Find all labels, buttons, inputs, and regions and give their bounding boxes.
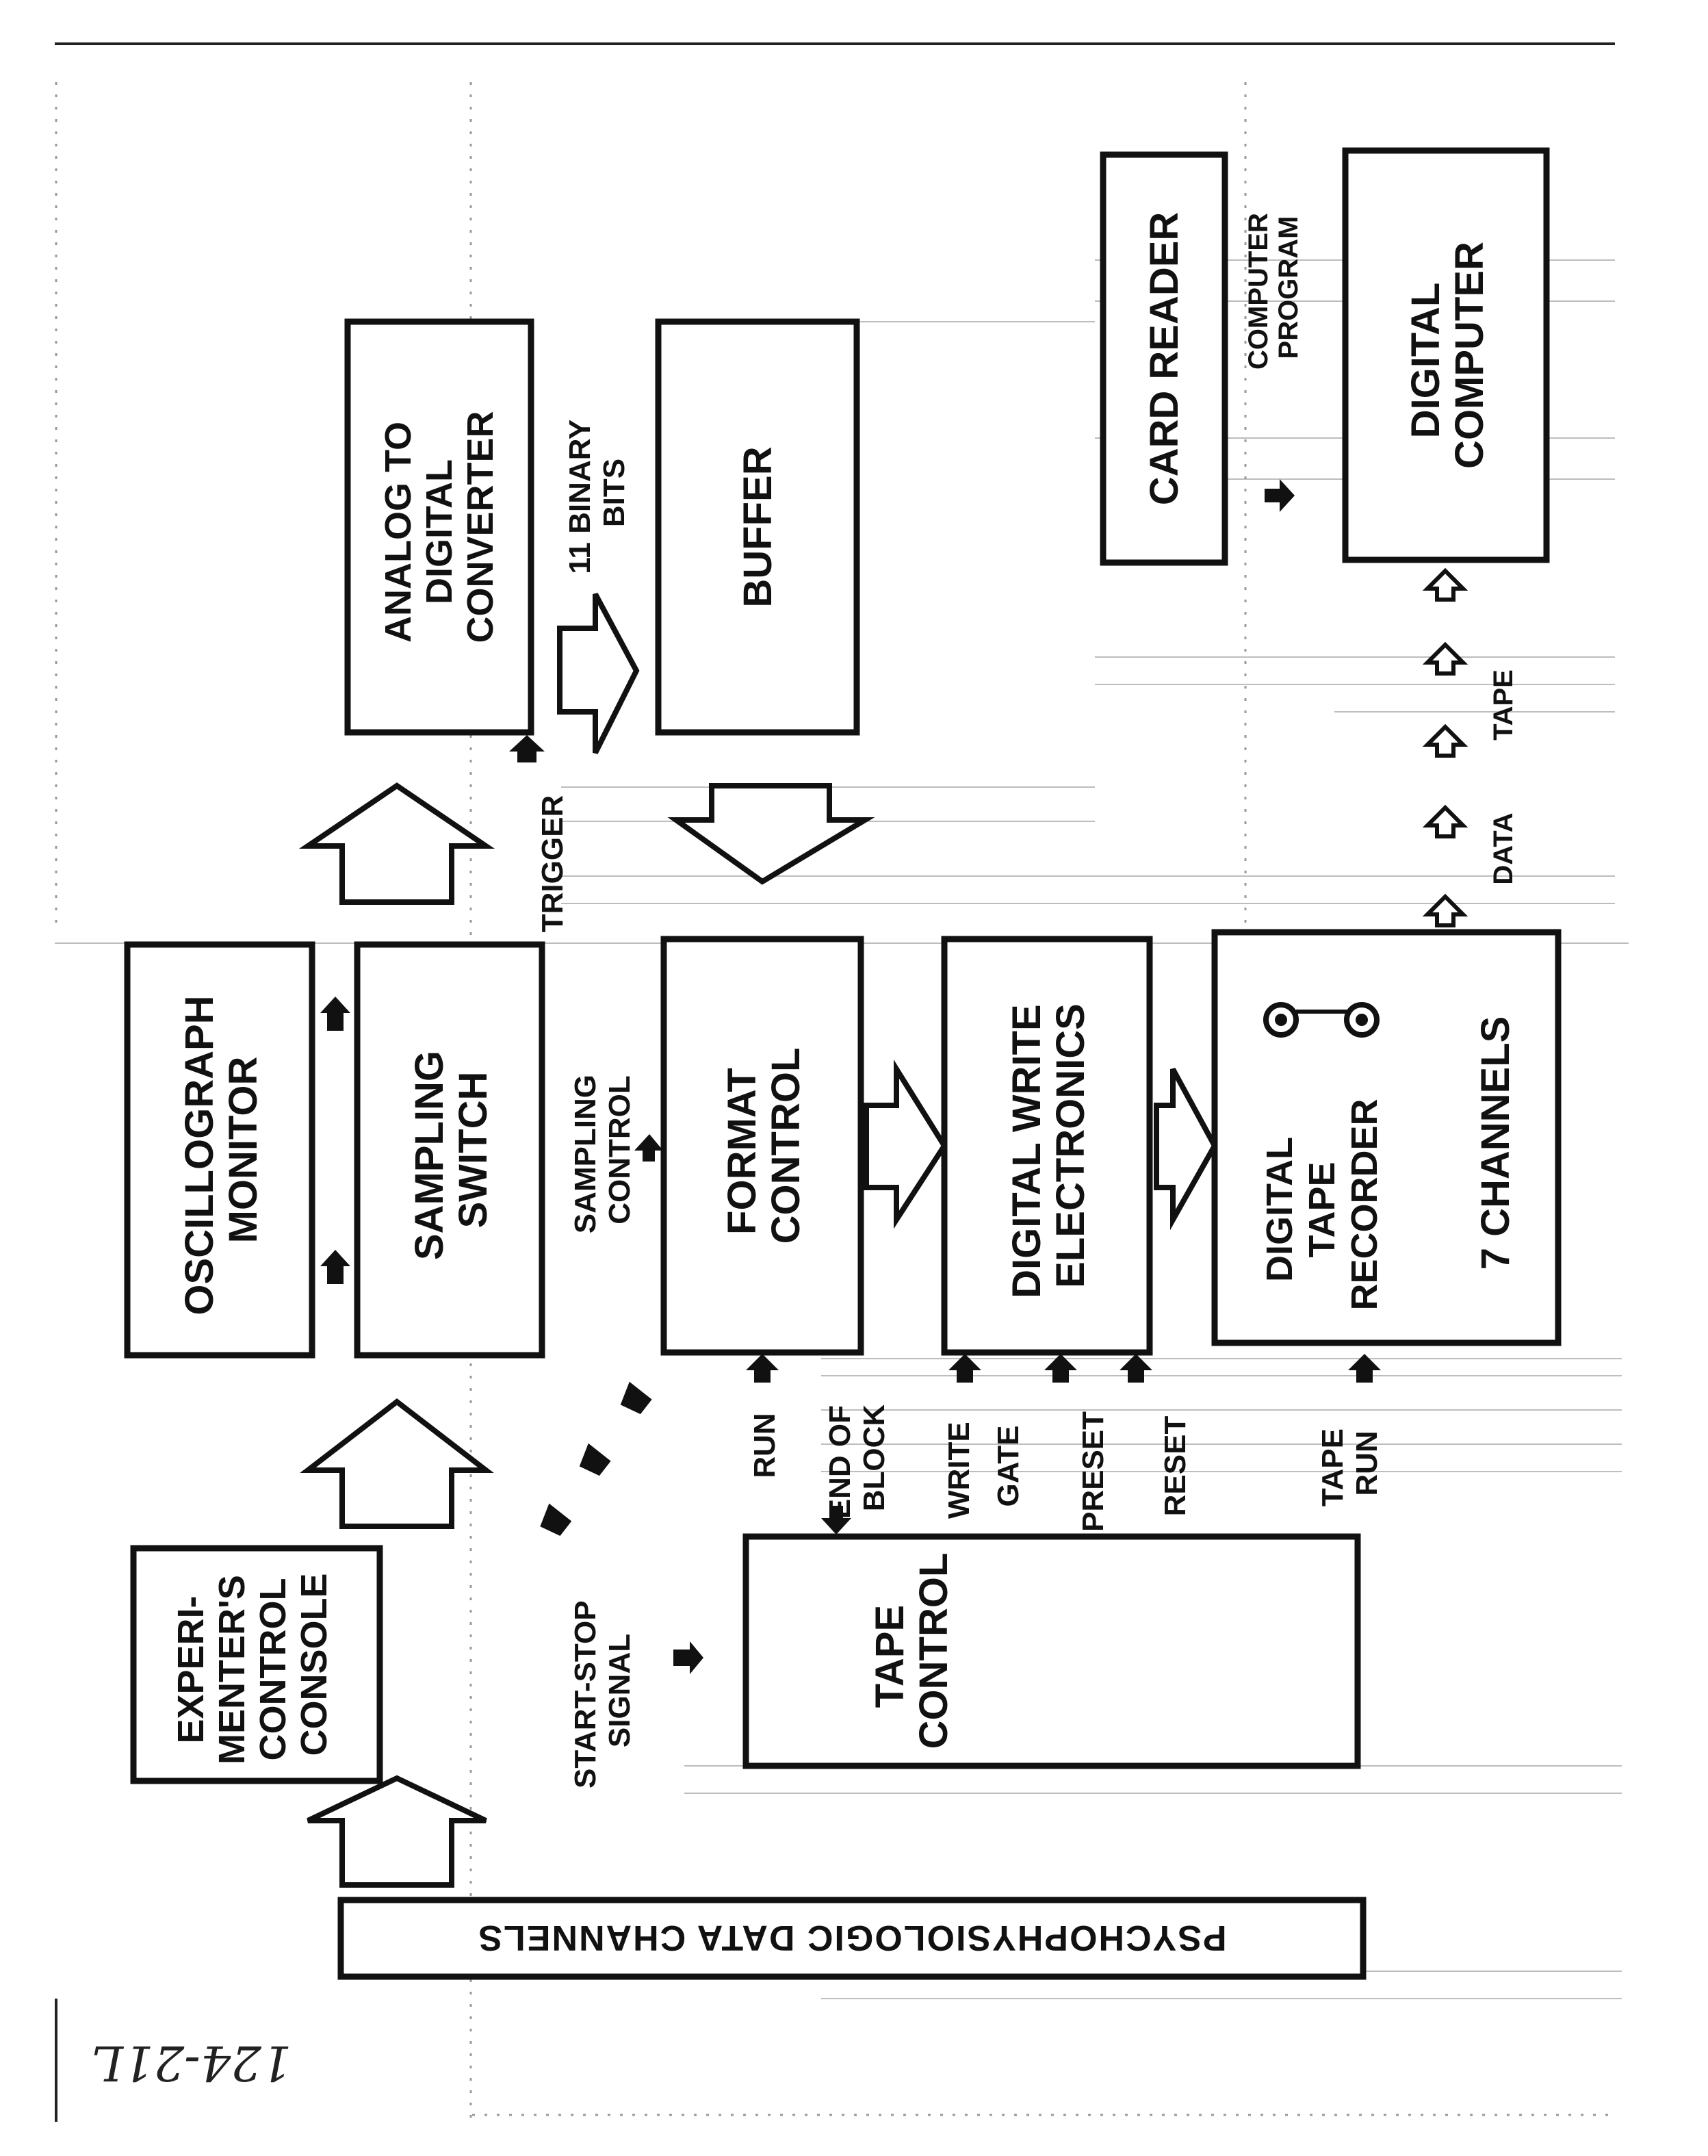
arrow-data-tape-5 [1422, 567, 1468, 602]
arrow-sampling-to-oscillograph-2 [320, 1250, 350, 1284]
reset-label: RESET [1159, 1416, 1192, 1517]
solid-arrowheads [320, 479, 1381, 1674]
tape-recorder-channels-label: 7 CHANNELS [1473, 1016, 1518, 1270]
arrow-data-tape-1 [1422, 893, 1468, 927]
arrow-start-stop-1 [620, 1381, 652, 1415]
digital-computer-label: DIGITAL COMPUTER [1403, 242, 1492, 469]
arrow-console-to-sampling [300, 1398, 494, 1529]
analog-to-digital-converter-block: ANALOG TO DIGITAL CONVERTER [344, 318, 534, 736]
sampling-switch-block: SAMPLING SWITCH [354, 941, 545, 1359]
arrow-preset [1044, 1354, 1077, 1383]
digital-write-label: DIGITAL WRITE ELECTRONICS [1005, 993, 1093, 1298]
data-channels-label: PSYCHOPHYSIOLOGIC DATA CHANNELS [477, 1918, 1226, 1958]
arrow-sampling-control [634, 1134, 663, 1162]
arrow-end-of-block [821, 1506, 851, 1535]
preset-label: PRESET [1076, 1411, 1110, 1532]
card-reader-label: CARD READER [1142, 212, 1187, 506]
digital-write-electronics-block: DIGITAL WRITE ELECTRONICS [941, 936, 1153, 1356]
arrow-start-stop-3 [540, 1503, 572, 1536]
arrow-adc-to-buffer [557, 593, 640, 754]
arrow-format-to-write [864, 1060, 948, 1229]
computer-program-label: COMPUTER PROGRAM [1243, 205, 1304, 370]
trigger-label: TRIGGER [536, 795, 569, 932]
experimenter-console-label: EXPERI- MENTER'S CONTROL CONSOLE [170, 1565, 335, 1764]
end-of-block-label: END OF BLOCK [823, 1397, 891, 1519]
write-gate-label: WRITE GATE [942, 1413, 1025, 1519]
adc-label: ANALOG TO DIGITAL CONVERTER [378, 411, 501, 643]
arrow-card-reader-to-computer [1265, 479, 1295, 512]
arrow-sampling-to-oscillograph-1 [320, 997, 350, 1031]
arrow-data-tape-2 [1422, 804, 1468, 838]
handwritten-note: 124-21L [92, 2035, 292, 2091]
card-reader-block: CARD READER [1100, 151, 1228, 566]
run-label: RUN [748, 1413, 781, 1478]
arrow-write-to-recorder [1154, 1068, 1218, 1231]
arrow-tape-run [1348, 1354, 1381, 1383]
sampling-control-label: SAMPLING CONTROL [569, 1066, 636, 1233]
experimenter-console-block: EXPERI- MENTER'S CONTROL CONSOLE [130, 1545, 383, 1784]
arrow-write-gate [948, 1354, 981, 1383]
tape-run-label: TAPE RUN [1316, 1420, 1384, 1506]
data-tape-label-1: DATA [1488, 812, 1518, 884]
arrow-start-stop-2 [579, 1443, 611, 1476]
arrow-sampling-to-adc [298, 782, 495, 905]
arrow-run-to-format [746, 1354, 779, 1383]
arrow-channels-to-console [307, 1775, 487, 1888]
arrow-data-tape-3 [1422, 723, 1468, 758]
sampling-switch-label: SAMPLING SWITCH [407, 1040, 495, 1260]
buffer-label: BUFFER [736, 446, 780, 607]
data-tape-label-2: TAPE [1488, 669, 1518, 741]
oscillograph-monitor-label: OSCILLOGRAPH MONITOR [177, 984, 266, 1315]
start-stop-label: START-STOP SIGNAL [569, 1593, 636, 1788]
binary-bits-label: 11 BINARY BITS [563, 411, 631, 574]
arrow-console-to-tape-control [673, 1641, 703, 1674]
tape-reels-icon [1263, 1002, 1380, 1038]
tape-control-label: TAPE CONTROL [868, 1553, 956, 1749]
oscillograph-monitor-block: OSCILLOGRAPH MONITOR [124, 941, 315, 1359]
format-control-block: FORMAT CONTROL [660, 936, 864, 1356]
format-control-label: FORMAT CONTROL [720, 1048, 808, 1244]
arrow-reset [1120, 1354, 1152, 1383]
arrow-data-tape-4 [1422, 641, 1468, 676]
digital-computer-block: DIGITAL COMPUTER [1342, 147, 1550, 563]
tape-control-block: TAPE CONTROL [742, 1533, 1361, 1769]
data-channels-block: PSYCHOPHYSIOLOGIC DATA CHANNELS [337, 1897, 1367, 1980]
tape-recorder-label: DIGITAL TAPE RECORDER [1259, 1099, 1385, 1310]
digital-tape-recorder-block: DIGITAL TAPE RECORDER 7 CHANNELS [1211, 929, 1562, 1346]
arrow-buffer-to-format [667, 783, 875, 885]
arrow-trigger-to-adc [509, 735, 545, 762]
handwritten-annotation: 124-21L [92, 2035, 292, 2091]
hollow-arrows [298, 567, 1468, 1888]
signal-labels: 11 BINARY BITS TRIGGER SAMPLING CONTROL … [536, 205, 1518, 1788]
buffer-block: BUFFER [655, 318, 860, 736]
